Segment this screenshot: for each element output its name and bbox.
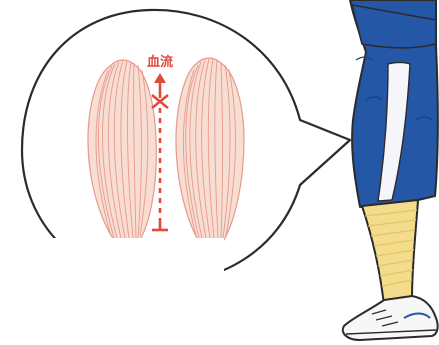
leg-pants [350, 0, 438, 207]
leg-sock [362, 200, 418, 305]
blood-flow-label: 血流 [147, 54, 173, 70]
shoe [343, 296, 438, 340]
muscle-right [176, 58, 244, 240]
bubble-mask [0, 238, 224, 288]
